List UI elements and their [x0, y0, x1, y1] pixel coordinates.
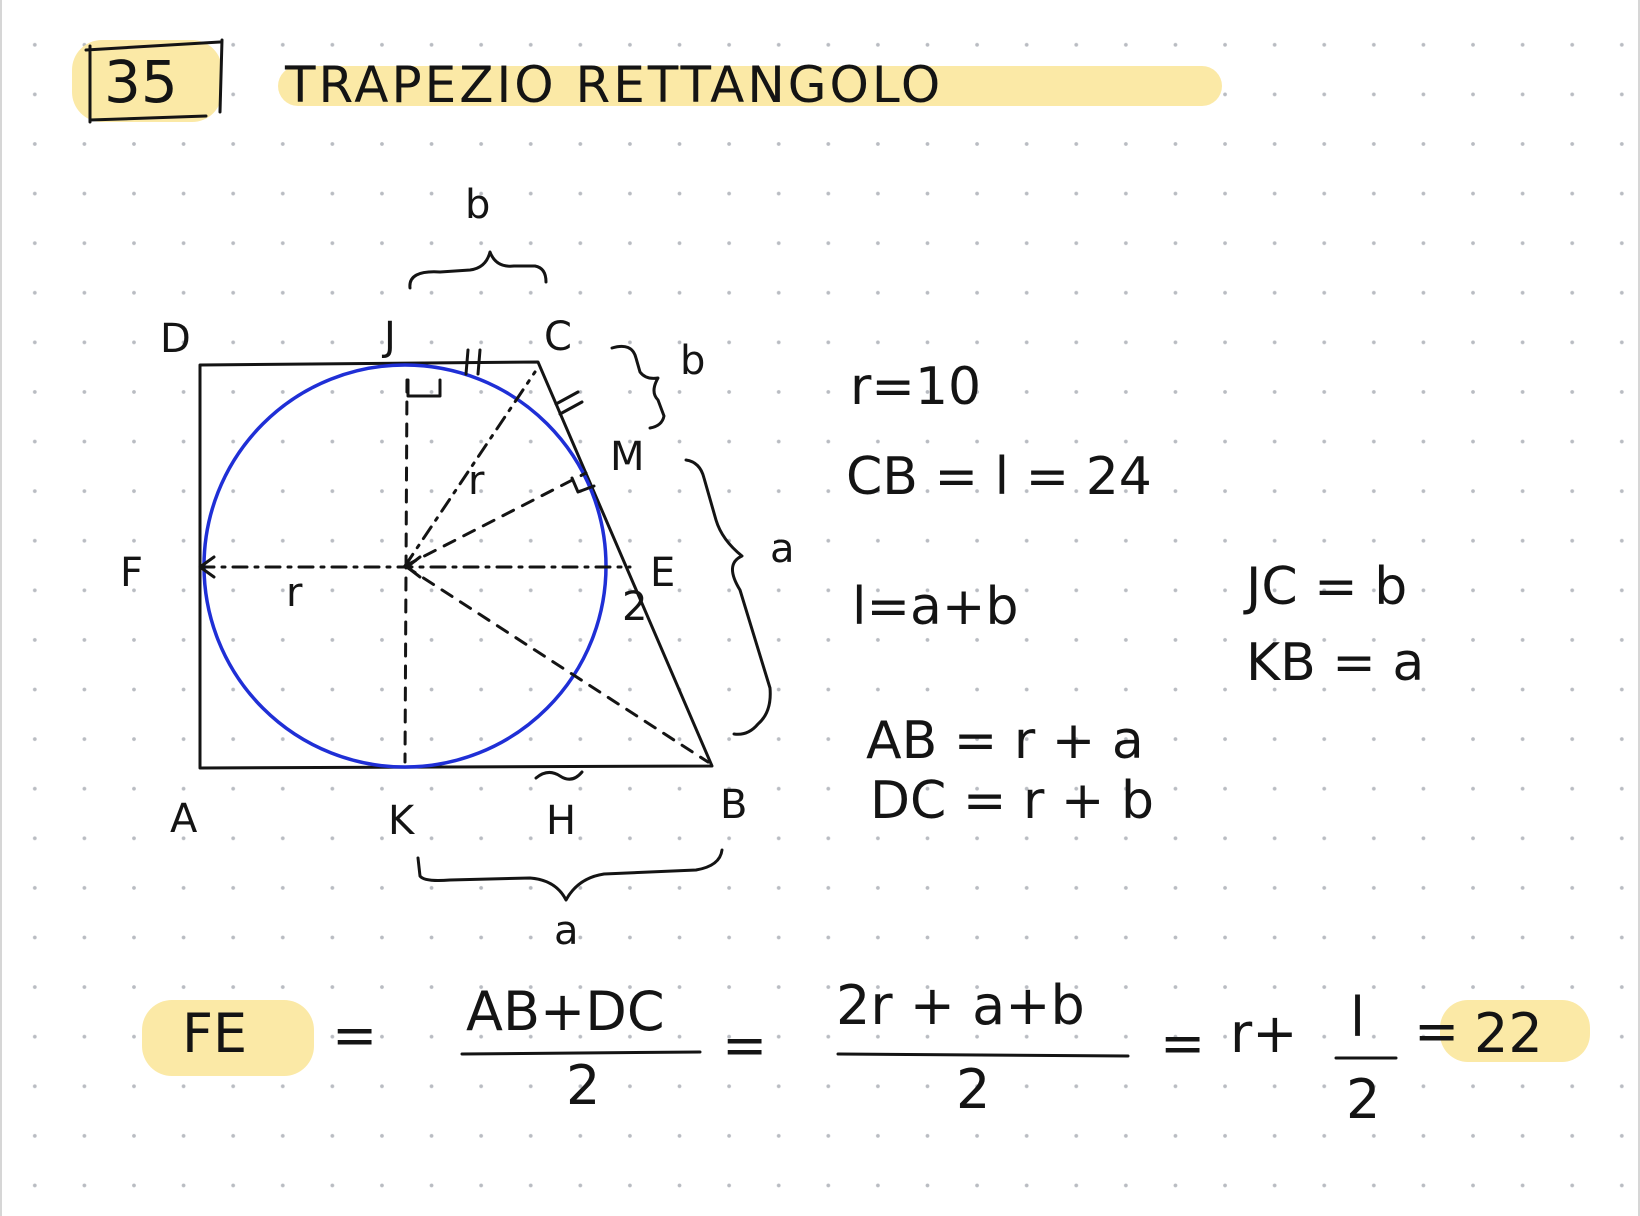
right-angle-j — [406, 378, 442, 398]
brace-right-lower — [684, 458, 772, 736]
arrowhead-f — [198, 555, 216, 579]
brace-label-right-lower: a — [770, 526, 795, 572]
frac1-bar — [460, 1050, 702, 1056]
label-f: F — [120, 550, 143, 596]
half-side-label: 2 — [622, 584, 647, 630]
problem-number: 35 — [104, 48, 178, 116]
diameter-jk — [403, 378, 409, 764]
label-d: D — [160, 316, 191, 362]
note-radius: r=10 — [850, 357, 981, 417]
frac3-numerator: l — [1350, 986, 1365, 1049]
label-h: H — [546, 798, 576, 844]
brace-right-upper — [610, 344, 666, 430]
header: 35 TRAPEZIO RETTANGOLO — [84, 38, 943, 124]
highlight-number — [72, 40, 222, 122]
radius-label-om: r — [468, 458, 485, 504]
label-b: B — [720, 782, 747, 828]
formula-eq2: = — [722, 1014, 767, 1077]
label-c: C — [544, 314, 572, 360]
formula-result: 22 — [1474, 1002, 1543, 1065]
arrowhead-o — [405, 555, 422, 579]
number-box — [84, 38, 224, 124]
highlight-result — [1440, 1000, 1590, 1062]
highlights — [72, 40, 1590, 1076]
label-k: K — [388, 798, 416, 844]
note-side-sum: l=a+b — [852, 577, 1018, 637]
frac2-numerator: 2r + a+b — [836, 974, 1085, 1037]
formula-lhs: FE — [182, 1002, 247, 1065]
formula-eq3: = — [1160, 1012, 1205, 1075]
tick-cm — [554, 390, 584, 416]
frac3-denominator: 2 — [1346, 1068, 1380, 1131]
frac1-denominator: 2 — [566, 1054, 600, 1117]
brace-bottom — [416, 848, 724, 902]
formula-eq1: = — [332, 1004, 377, 1067]
brace-top — [408, 250, 548, 290]
tick-kb — [534, 770, 584, 781]
frac2-bar — [836, 1052, 1130, 1058]
right-angle-m — [570, 476, 596, 494]
problem-title: TRAPEZIO RETTANGOLO — [284, 56, 943, 114]
note-jc: JC = b — [1243, 557, 1407, 617]
trapezoid-outline — [198, 360, 714, 770]
label-m: M — [610, 434, 645, 480]
formula-eq4: = — [1414, 1000, 1459, 1063]
highlight-fe — [142, 1000, 314, 1076]
figure-labels: D J C M F E A K H B b b a a r r 2 — [120, 182, 795, 954]
formula: FE = AB+DC 2 = 2r + a+b 2 = r+ l 2 = 22 — [182, 974, 1543, 1131]
label-a: A — [170, 796, 198, 842]
note-kb: KB = a — [1246, 633, 1424, 693]
brace-label-right-upper: b — [680, 338, 705, 384]
note-ab: AB = r + a — [866, 711, 1144, 771]
radius-om — [403, 471, 588, 568]
label-e: E — [650, 550, 675, 596]
label-j: J — [381, 314, 396, 360]
highlight-title — [278, 66, 1222, 106]
radius-label-fo: r — [286, 570, 303, 616]
brace-label-top: b — [465, 182, 490, 228]
notes: r=10 CB = l = 24 l=a+b JC = b KB = a AB … — [846, 357, 1424, 831]
formula-term: r+ — [1230, 1002, 1297, 1065]
tick-jc — [464, 348, 482, 376]
frac1-numerator: AB+DC — [466, 980, 665, 1043]
segment-oc — [403, 370, 537, 568]
trapezoid-figure — [198, 250, 772, 902]
note-side: CB = l = 24 — [846, 447, 1152, 507]
segment-ob — [403, 564, 710, 764]
note-dc: DC = r + b — [870, 771, 1154, 831]
frac2-denominator: 2 — [956, 1058, 990, 1121]
brace-label-bottom: a — [554, 908, 579, 954]
